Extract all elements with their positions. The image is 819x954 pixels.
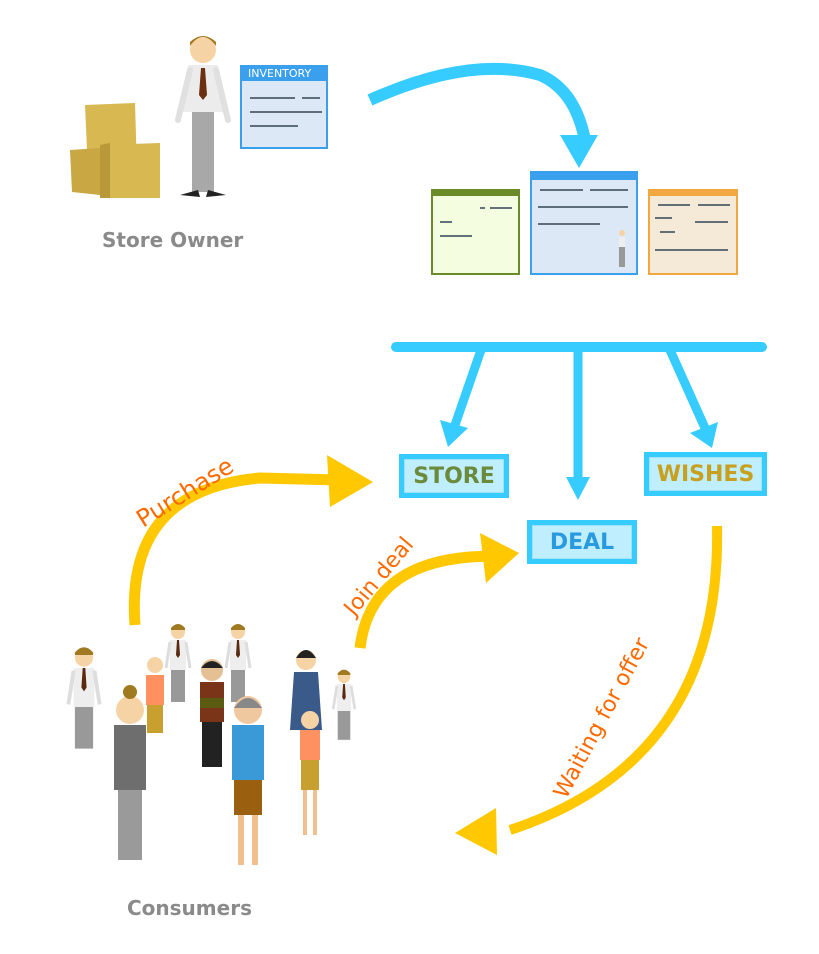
category-box-deal: DEAL (527, 520, 637, 564)
distribution-arrows (391, 342, 767, 500)
category-box-wishes: WISHES (644, 452, 767, 496)
join-deal-arrow (354, 533, 519, 649)
listing-card-green (431, 189, 520, 275)
purchase-arrow (128, 455, 373, 626)
consumers-label: Consumers (127, 896, 252, 920)
listing-card-blue (530, 171, 638, 275)
flow-label-purchase: Purchase (131, 452, 238, 533)
category-box-store: STORE (399, 454, 509, 498)
owner-to-listings-arrow (367, 62, 598, 168)
inventory-card-title: INVENTORY (248, 67, 312, 80)
inventory-card (240, 65, 328, 149)
boxes-illustration (70, 103, 160, 198)
consumers-crowd (66, 622, 357, 865)
store-owner-label: Store Owner (102, 228, 244, 252)
waiting-for-offer-arrow (455, 525, 723, 855)
listing-card-orange (648, 189, 738, 275)
flow-label-waiting-for-offer: Waiting for offer (549, 633, 655, 803)
store-owner-figure (175, 36, 231, 197)
